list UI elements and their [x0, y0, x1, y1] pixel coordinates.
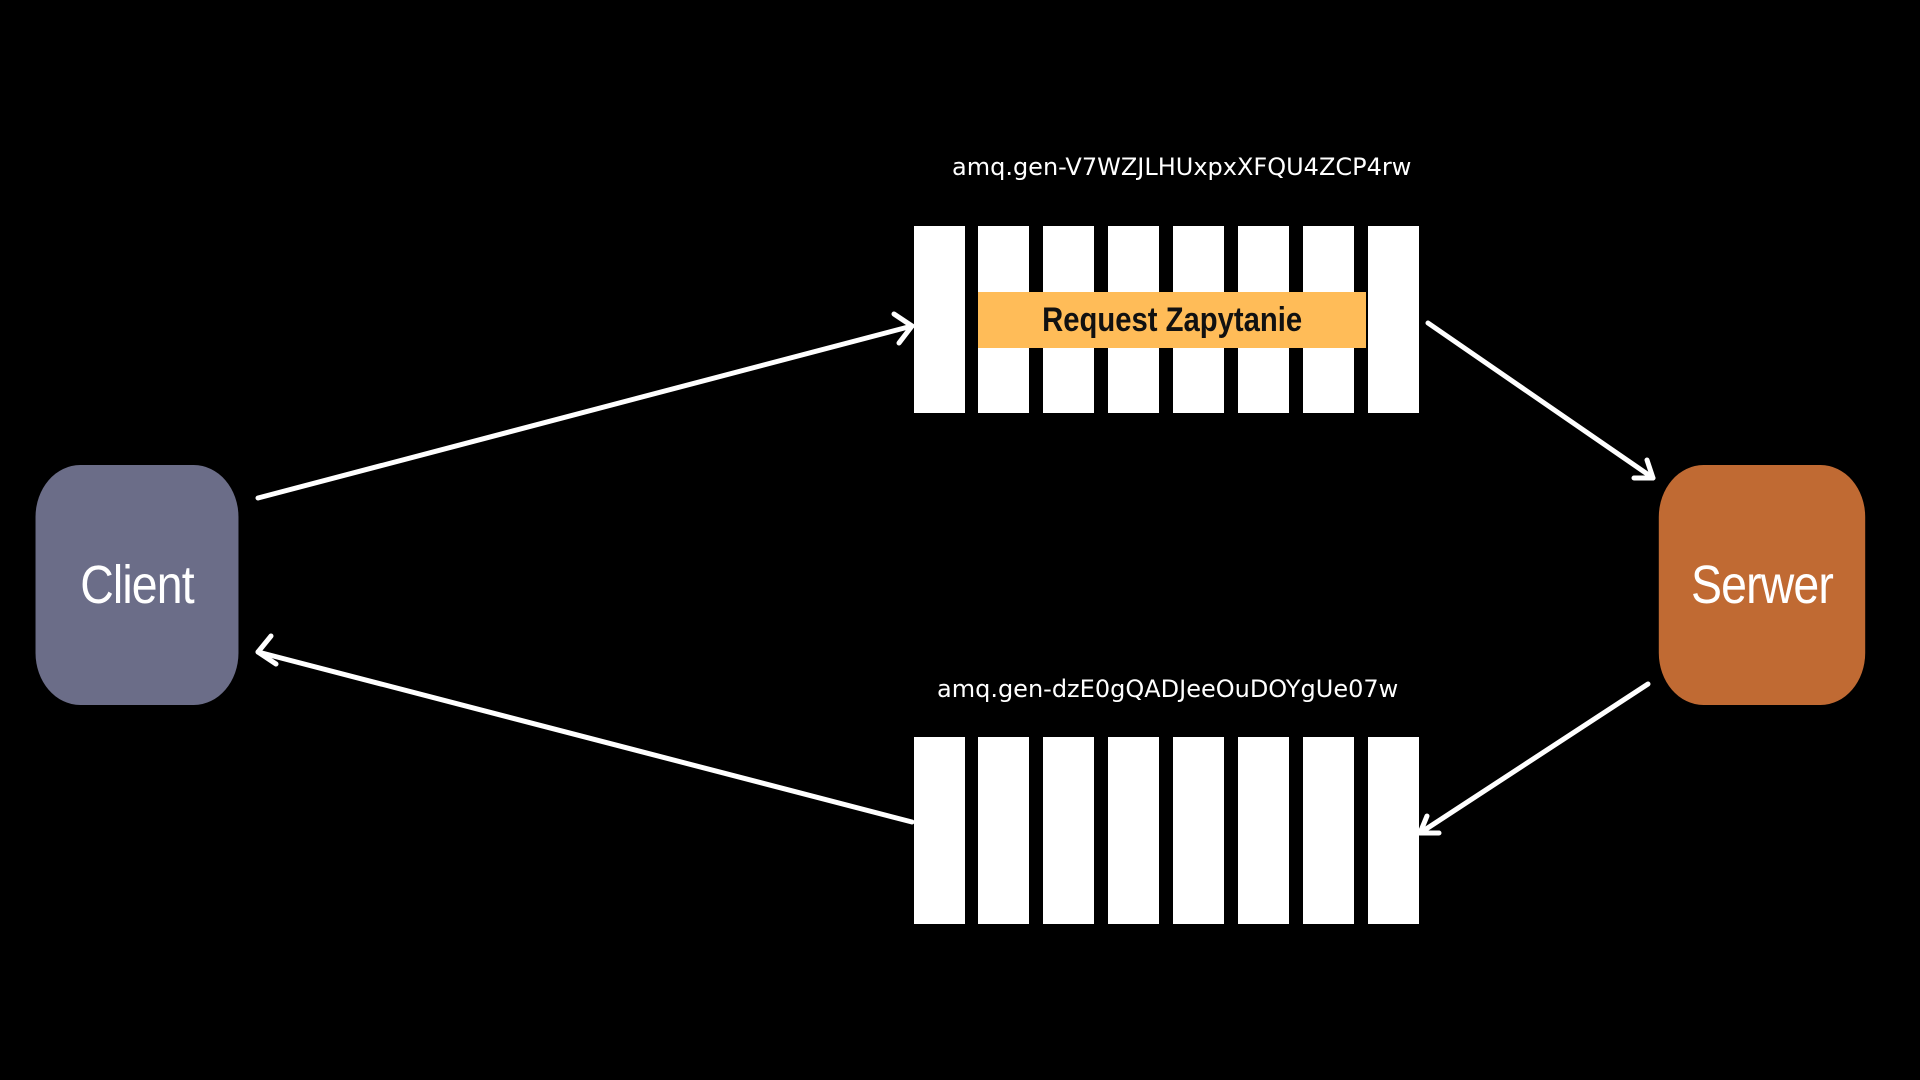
server-node: Serwer: [1658, 465, 1866, 705]
reply-queue-name: amq.gen-dzE0gQADJeeOuDOYgUe07w: [937, 675, 1399, 703]
reply-queue-slot: [1303, 737, 1354, 924]
request-queue-slot: [914, 226, 965, 413]
reply-queue-slot: [1043, 737, 1094, 924]
client-node: Client: [35, 465, 239, 705]
reply-queue-slot: [1173, 737, 1224, 924]
reply-queue-slot: [978, 737, 1029, 924]
request-queue-name: amq.gen-V7WZJLHUxpxXFQU4ZCP4rw: [952, 153, 1412, 181]
request-message-label: Request Zapytanie: [1042, 300, 1302, 339]
arrowhead-request-queue: [891, 311, 915, 346]
arrowhead-reply-queue: [1417, 813, 1442, 836]
request-message: Request Zapytanie: [978, 292, 1366, 348]
reply-queue-slot: [1108, 737, 1159, 924]
arrow-request-queue-to-server: [1425, 320, 1656, 481]
reply-queue: [914, 737, 1420, 924]
reply-queue-slot: [1238, 737, 1289, 924]
arrow-client-to-request-queue: [255, 323, 915, 501]
arrow-reply-queue-to-client: [255, 649, 915, 825]
reply-queue-slot: [914, 737, 965, 924]
reply-queue-slot: [1368, 737, 1419, 924]
arrow-server-to-reply-queue: [1417, 681, 1651, 836]
request-queue-slot: [1368, 226, 1419, 413]
arrowhead-server: [1631, 457, 1656, 481]
arrowhead-client: [255, 633, 279, 667]
